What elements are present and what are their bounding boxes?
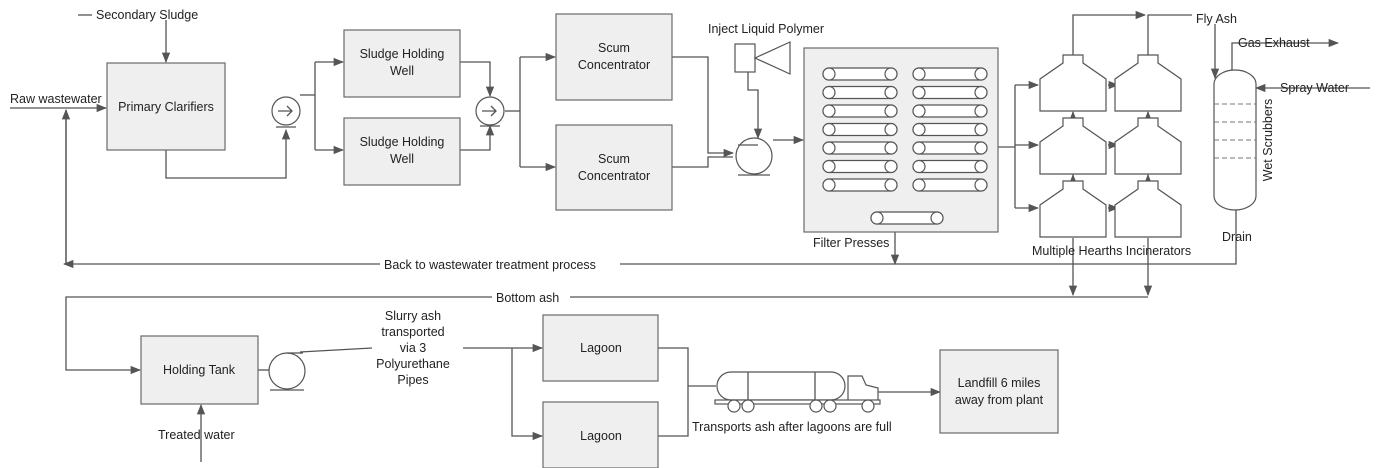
secondary-sludge-label: Secondary Sludge: [96, 8, 198, 22]
landfill-label-1: Landfill 6 miles: [958, 376, 1041, 390]
incinerator-hearth: [1114, 54, 1182, 112]
lagoon-label-2: Lagoon: [580, 429, 622, 443]
wet-scrubber-column-icon: [1213, 69, 1257, 243]
filter-press-roller-end: [870, 211, 884, 225]
transports-ash-label: Transports ash after lagoons are full: [692, 420, 892, 434]
filter-press-roller-end: [912, 122, 926, 137]
slurry-ash-label-3: via 3: [400, 341, 426, 355]
filter-press-roller-end: [884, 178, 898, 192]
wet-scrubbers-label: Wet Scrubbers: [1261, 99, 1275, 181]
pump-icon: [475, 96, 505, 127]
sludge-holding-well-label-2b: Well: [390, 152, 414, 166]
pump-icon: [271, 96, 301, 128]
filter-press-roller-end: [884, 85, 898, 100]
filter-press-roller-end: [974, 159, 988, 174]
filter-press-roller-end: [822, 178, 836, 192]
connector-lines: [10, 10, 1370, 462]
filter-press-icon: [822, 67, 988, 225]
gas-exhaust-label: Gas Exhaust: [1238, 36, 1310, 50]
filter-press-roller-end: [912, 67, 926, 81]
drain-label: Drain: [1222, 230, 1252, 244]
filter-press-roller-end: [974, 67, 988, 81]
slurry-ash-label-2: transported: [381, 325, 444, 339]
scum-concentrator-label-2b: Concentrator: [578, 169, 650, 183]
multiple-hearths-incinerators-label: Multiple Hearths Incinerators: [1032, 244, 1191, 258]
spray-water-label: Spray Water: [1280, 81, 1349, 95]
pump-icon: [735, 137, 773, 176]
incinerator-hearth: [1114, 180, 1182, 238]
filter-press-roller-end: [912, 141, 926, 155]
filter-press-roller-end: [822, 104, 836, 118]
slurry-ash-label-1: Slurry ash: [385, 309, 441, 323]
raw-wastewater-label: Raw wastewater: [10, 92, 102, 106]
lagoon-box-1: [542, 314, 659, 382]
sludge-holding-well-box-1: [343, 29, 461, 98]
incinerator-hearth: [1039, 180, 1107, 238]
scum-concentrator-box-2: [555, 124, 673, 211]
filter-press-roller-end: [884, 122, 898, 137]
filter-press-roller-end: [822, 67, 836, 81]
sludge-holding-well-label-1b: Well: [390, 64, 414, 78]
holding-tank-label: Holding Tank: [163, 363, 236, 377]
filter-press-roller-end: [974, 104, 988, 118]
filter-press-roller-end: [974, 85, 988, 100]
filter-press-roller-end: [912, 178, 926, 192]
scum-concentrator-label-2a: Scum: [598, 152, 630, 166]
scum-concentrator-label-1a: Scum: [598, 41, 630, 55]
bottom-ash-label: Bottom ash: [496, 291, 559, 305]
filter-press-roller-end: [884, 104, 898, 118]
filter-press-roller-end: [884, 67, 898, 81]
treated-water-label: Treated water: [158, 428, 235, 442]
filter-press-roller-end: [930, 211, 944, 225]
filter-press-roller-end: [822, 159, 836, 174]
pump-icon: [268, 352, 306, 391]
slurry-ash-label-5: Pipes: [397, 373, 428, 387]
incinerator-hearth: [1114, 117, 1182, 175]
filter-press-roller-end: [974, 141, 988, 155]
scum-concentrator-label-1b: Concentrator: [578, 58, 650, 72]
filter-press-roller-end: [822, 122, 836, 137]
filter-press-roller-end: [884, 141, 898, 155]
polymer-injector-icon: [734, 41, 791, 75]
filter-press-roller-end: [974, 178, 988, 192]
tanker-truck-icon: [714, 371, 881, 413]
landfill-label-2: away from plant: [955, 393, 1044, 407]
filter-press-roller-end: [912, 104, 926, 118]
primary-clarifiers-box: [106, 62, 226, 151]
lagoon-label-1: Lagoon: [580, 341, 622, 355]
holding-tank-box: [140, 335, 259, 405]
filter-press-roller-end: [912, 85, 926, 100]
lagoon-box-2: [542, 401, 659, 468]
landfill-box: [939, 349, 1059, 434]
filter-press-roller-end: [822, 85, 836, 100]
fly-ash-label: Fly Ash: [1196, 12, 1237, 26]
back-to-treatment-label: Back to wastewater treatment process: [384, 258, 596, 272]
filter-press-roller-end: [822, 141, 836, 155]
filter-presses-label: Filter Presses: [813, 236, 889, 250]
incinerator-hearth: [1039, 117, 1107, 175]
filter-press-roller-end: [974, 122, 988, 137]
filter-press-roller-end: [912, 159, 926, 174]
filter-press-roller-end: [884, 159, 898, 174]
sludge-holding-well-label-2a: Sludge Holding: [360, 135, 445, 149]
slurry-ash-label-4: Polyurethane: [376, 357, 450, 371]
primary-clarifiers-label: Primary Clarifiers: [118, 100, 214, 114]
incinerator-hearth: [1039, 54, 1107, 112]
sludge-holding-well-box-2: [343, 117, 461, 186]
sludge-holding-well-label-1a: Sludge Holding: [360, 47, 445, 61]
incinerator-hearth-icon: [1039, 54, 1182, 238]
inject-liquid-polymer-label: Inject Liquid Polymer: [708, 22, 824, 36]
scum-concentrator-box-1: [555, 13, 673, 101]
